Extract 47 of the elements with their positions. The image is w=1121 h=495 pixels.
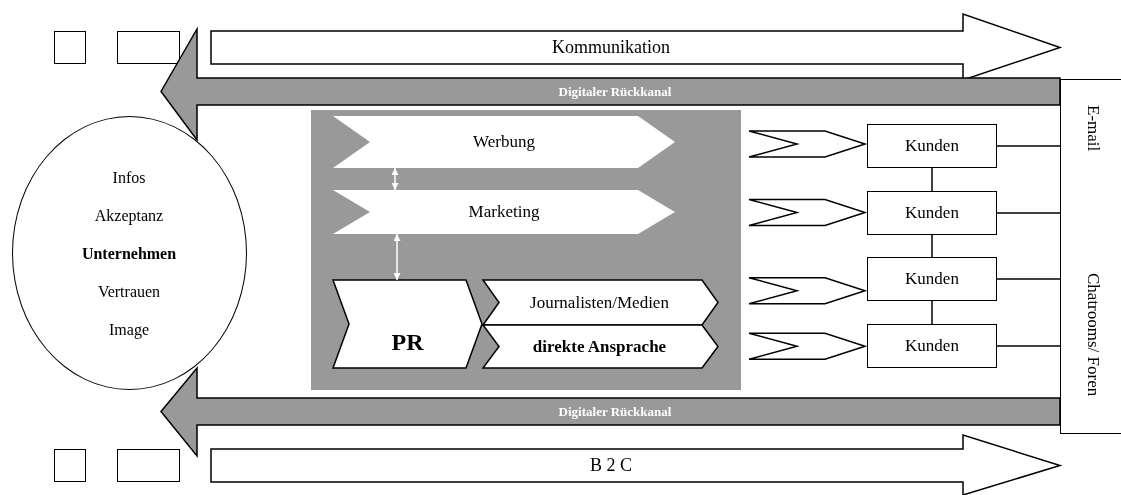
empty-box	[54, 449, 86, 482]
connector-line	[996, 212, 1061, 214]
banner-label: Marketing	[468, 202, 540, 222]
channel-box	[1060, 79, 1121, 434]
ellipse-text: Akzeptanz	[94, 207, 164, 225]
empty-box	[117, 449, 180, 482]
chevron-banner	[333, 280, 482, 368]
arrow-label: Kommunikation	[552, 37, 670, 58]
arrow-label: B 2 C	[590, 455, 632, 476]
chevron-arrow	[748, 277, 868, 305]
banner-label: PR	[391, 328, 424, 356]
ellipse-text: Vertrauen	[97, 283, 161, 301]
ellipse-text: Infos	[112, 169, 146, 187]
channel-label: E-mail	[1083, 104, 1103, 152]
customer-box: Kunden	[867, 324, 997, 368]
chevron-banner	[483, 280, 718, 325]
customer-box: Kunden	[867, 257, 997, 301]
block-arrow-shape	[211, 14, 1060, 80]
connector-line	[996, 145, 1061, 147]
block-arrow-shape	[211, 435, 1060, 495]
ellipse-text: Image	[109, 321, 149, 339]
double-arrow	[391, 167, 399, 191]
chevron-banner	[333, 190, 675, 234]
chevron-arrow	[748, 130, 868, 158]
connector-line	[931, 234, 933, 258]
banner-label: Werbung	[473, 132, 535, 152]
ellipse-text: Unternehmen	[81, 245, 177, 263]
customer-box: Kunden	[867, 124, 997, 168]
empty-box	[117, 31, 180, 64]
customer-box: Kunden	[867, 191, 997, 235]
chevron-banner	[483, 325, 718, 368]
chevron-arrow	[748, 332, 868, 360]
connector-line	[931, 300, 933, 325]
channel-label: Chatrooms/ Foren	[1083, 273, 1103, 397]
chevron-arrow	[748, 198, 868, 227]
arrow-label: Digitaler Rückkanal	[558, 83, 672, 100]
double-arrow	[393, 233, 401, 281]
arrow-label: Digitaler Rückkanal	[558, 403, 672, 420]
connector-line	[996, 278, 1061, 280]
block-arrow-shape	[161, 368, 1060, 456]
panel-background	[311, 110, 741, 390]
connector-line	[996, 345, 1061, 347]
banner-label: Journalisten/Medien	[530, 292, 669, 313]
banner-label: direkte Ansprache	[532, 336, 667, 357]
empty-box	[54, 31, 86, 64]
chevron-banner	[333, 116, 675, 168]
connector-line	[931, 167, 933, 192]
